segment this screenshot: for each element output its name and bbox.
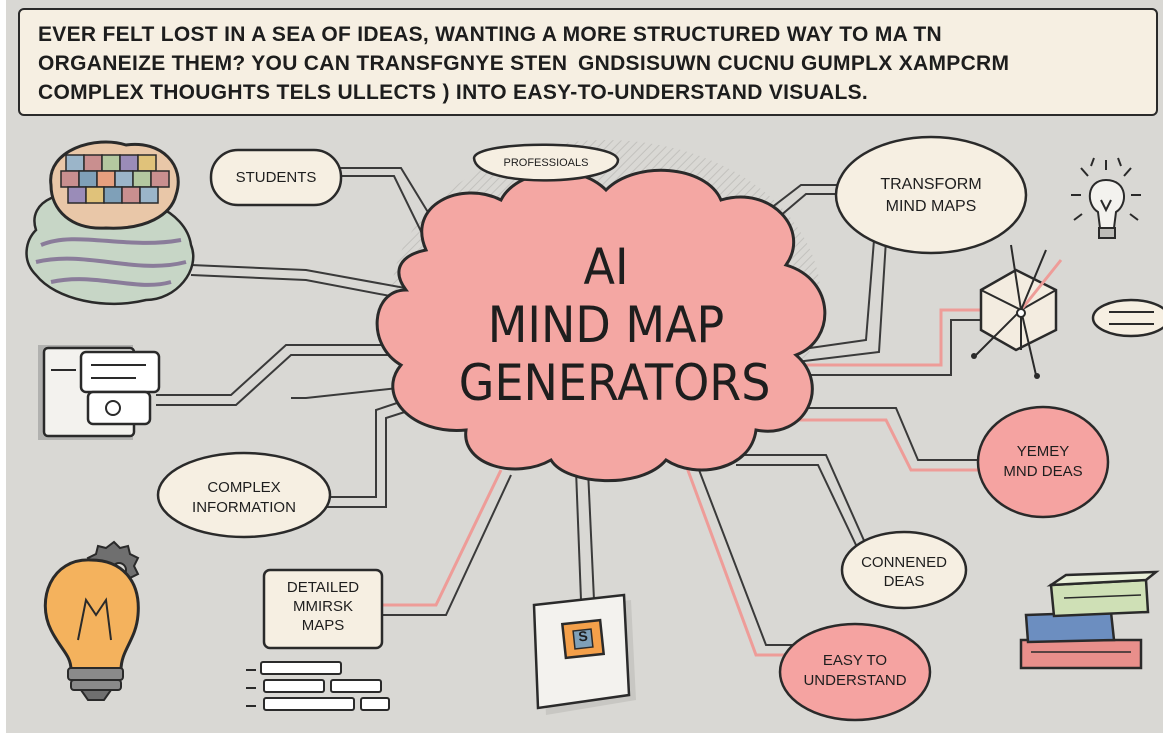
connectors-pink: [381, 308, 991, 657]
node-students: STUDENTS: [211, 169, 341, 186]
list-form-icon: [246, 661, 390, 711]
banner-line-3: COMPLEX THOUGHTS TELS ULLECTS ) INTO EAS…: [38, 81, 869, 104]
node-detailed-maps: DETAILED MMIRSK MAPS: [264, 578, 382, 635]
node-students-shape: [209, 148, 343, 207]
intro-banner: EVER FELT LOST IN A SEA OF IDEAS, WANTIN…: [18, 8, 1158, 116]
connector-yemey: [796, 418, 991, 472]
brain-icon: [25, 140, 195, 306]
node-connened-deas: CONNENED DEAS: [842, 553, 966, 591]
node-yemey-shape: [976, 405, 1110, 519]
connector-cube: [796, 308, 981, 367]
node-complex-label-2: INFORMATION: [192, 499, 296, 516]
idea-bulb-icon: [1071, 157, 1141, 239]
node-complex-shape: [156, 451, 332, 539]
node-connened-label-2: DEAS: [883, 573, 925, 590]
mind-map-diagram: [25, 135, 1163, 722]
node-transform-label-1: TRANSFORM: [880, 176, 982, 193]
node-easy-shape: [778, 622, 932, 722]
node-yemey-mind-deas: YEMEY MND DEAS: [978, 442, 1108, 482]
cube-icon: [971, 244, 1163, 379]
infographic: EVER FELT LOST IN A SEA OF IDEAS, WANTIN…: [6, 0, 1163, 733]
node-detailed-shape: [262, 568, 384, 650]
connector-easy: [684, 464, 796, 657]
node-easy-label-2: UNDERSTAND: [803, 672, 907, 689]
center-title-line-3: GENERATORS: [458, 354, 771, 412]
node-easy-label-1: EASY TO: [822, 652, 888, 669]
node-connened-label-1: CONNENED: [861, 554, 947, 571]
node-professionals-label: PROFESSIOALS: [503, 157, 589, 169]
tablet-glyph: S: [572, 627, 594, 645]
center-title-line-2: MIND MAP: [487, 296, 725, 354]
tablet-glyph-text: S: [577, 627, 589, 645]
node-complex-information: COMPLEX INFORMATION: [158, 478, 330, 518]
node-transform-shape: [834, 135, 1028, 255]
center-title-line-1: AI: [583, 238, 629, 296]
node-detailed-label-3: MAPS: [301, 617, 345, 634]
connector-chat: [156, 344, 391, 396]
node-students-label: STUDENTS: [235, 169, 317, 186]
connector-detailed: [381, 469, 503, 607]
center-cloud: [375, 168, 827, 483]
node-detailed-label-1: DETAILED: [286, 579, 360, 596]
banner-line-1: EVER FELT LOST IN A SEA OF IDEAS, WANTIN…: [38, 23, 943, 46]
node-professionals-shape: [472, 143, 620, 182]
center-title: AI MIND MAP GENERATORS: [458, 238, 771, 412]
connector-brain: [190, 264, 417, 291]
node-transform-label-2: MIND MAPS: [885, 198, 977, 215]
node-connened-shape: [840, 530, 968, 610]
node-yemey-label-1: YEMEY: [1016, 443, 1070, 460]
books-icon: [1019, 570, 1160, 670]
connector-tablet: [575, 469, 582, 601]
node-easy-to-understand: EASY TO UNDERSTAND: [780, 651, 930, 691]
node-transform: TRANSFORM MIND MAPS: [846, 174, 1016, 218]
node-yemey-label-2: MND DEAS: [1003, 463, 1083, 480]
tablet-icon: [532, 593, 636, 715]
node-detailed-label-2: MMIRSK: [293, 598, 353, 615]
node-professionals: PROFESSIOALS: [476, 157, 616, 169]
connector-complex: [324, 399, 407, 498]
chat-window-icon: [38, 345, 161, 440]
banner-line-2: ORGANEIZE THEM? YOU CAN TRANSFGNYE STEN …: [38, 52, 1010, 75]
node-complex-label-1: COMPLEX: [207, 479, 281, 496]
connector-connened: [736, 454, 867, 546]
lightbulb-gear-icon: [43, 540, 140, 701]
